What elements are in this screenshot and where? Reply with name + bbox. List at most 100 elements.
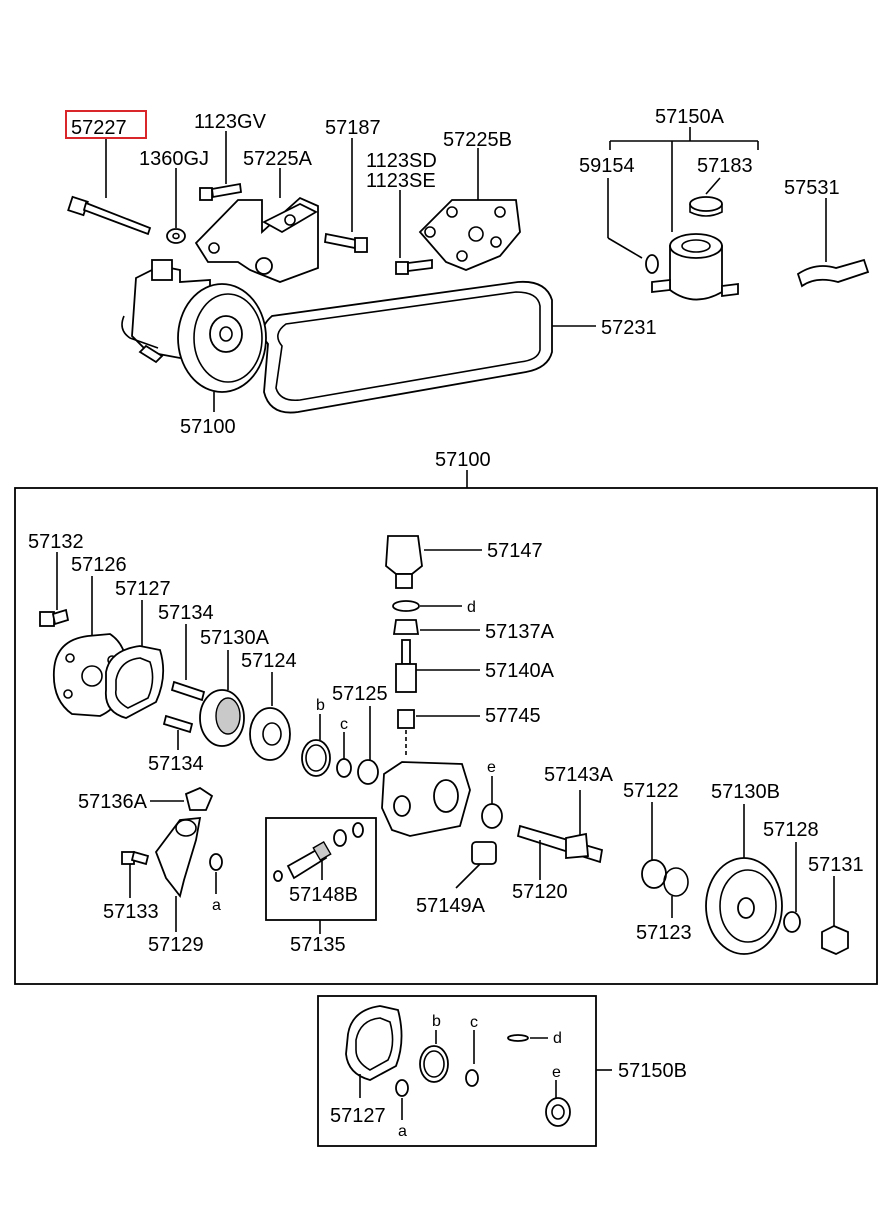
label-57148B[interactable]: 57148B	[289, 884, 358, 906]
label-57133[interactable]: 57133	[103, 901, 159, 923]
label-57122[interactable]: 57122	[623, 780, 679, 802]
washer-1360GJ[interactable]	[166, 168, 186, 244]
label-57131[interactable]: 57131	[808, 854, 864, 876]
label-1123SD[interactable]: 1123SD	[366, 150, 437, 172]
oring-a[interactable]	[209, 853, 223, 894]
label-57150B[interactable]: 57150B	[618, 1060, 687, 1082]
cap-57183[interactable]	[689, 177, 723, 217]
ref-a-main: a	[212, 897, 221, 914]
label-57128[interactable]: 57128	[763, 819, 819, 841]
hose-clamp-59154[interactable]	[607, 178, 659, 274]
ring-57122[interactable]	[641, 802, 667, 889]
label-1123SE[interactable]: 1123SE	[366, 170, 436, 192]
label-57227[interactable]: 57227	[71, 117, 127, 139]
bracket-57225A[interactable]	[194, 168, 319, 283]
shaft-57120[interactable]	[516, 824, 604, 880]
spring-57125[interactable]	[357, 706, 379, 785]
label-1123GV[interactable]: 1123GV	[194, 111, 267, 133]
oring-b[interactable]	[301, 714, 331, 777]
label-57124[interactable]: 57124	[241, 650, 297, 672]
bolt-1123GV[interactable]	[199, 131, 242, 201]
belt-57231[interactable]	[262, 280, 596, 414]
ref-c-kit: c	[470, 1014, 478, 1031]
bolt-1123SD[interactable]	[395, 190, 433, 275]
pump-body[interactable]	[381, 761, 471, 837]
oring-c-kit[interactable]	[465, 1030, 479, 1087]
valve-57140A[interactable]	[395, 639, 480, 693]
label-57127[interactable]: 57127	[115, 578, 171, 600]
hose-57531[interactable]	[796, 198, 870, 288]
valve-57137A[interactable]	[392, 619, 480, 635]
label-57531[interactable]: 57531	[784, 177, 840, 199]
oring-b-kit[interactable]	[419, 1030, 449, 1083]
label-57125[interactable]: 57125	[332, 683, 388, 705]
fitting-57136A[interactable]	[150, 786, 214, 811]
ref-c-main: c	[340, 716, 348, 733]
oring-c[interactable]	[336, 732, 352, 778]
label-57130B[interactable]: 57130B	[711, 781, 780, 803]
ref-e-kit: e	[552, 1064, 561, 1081]
highlight-box-57227	[65, 110, 147, 139]
label-57134-top[interactable]: 57134	[158, 602, 214, 624]
pump-57100-top[interactable]	[121, 259, 267, 412]
bolt-57227[interactable]	[67, 139, 152, 236]
label-57143A[interactable]: 57143A	[544, 764, 614, 786]
label-1360GJ[interactable]: 1360GJ	[139, 148, 209, 170]
gasket-57127-kit[interactable]	[345, 1005, 403, 1098]
pipe-57129[interactable]	[154, 816, 202, 932]
label-57187[interactable]: 57187	[325, 117, 381, 139]
group-box-57135	[265, 817, 377, 921]
label-57140A[interactable]: 57140A	[485, 660, 555, 682]
cartridge-57130A[interactable]	[199, 650, 245, 747]
label-57150A[interactable]: 57150A	[655, 106, 725, 128]
label-57137A[interactable]: 57137A	[485, 621, 555, 643]
ref-e-main: e	[487, 759, 496, 776]
bushing-e-kit[interactable]	[545, 1080, 571, 1127]
bolt-57187[interactable]	[324, 138, 368, 253]
bolt-57133[interactable]	[121, 850, 150, 898]
label-57225A[interactable]: 57225A	[243, 148, 313, 170]
oring-a-kit[interactable]	[395, 1079, 409, 1120]
label-57149A[interactable]: 57149A	[416, 895, 486, 917]
label-57136A[interactable]: 57136A	[78, 791, 148, 813]
label-57120[interactable]: 57120	[512, 881, 568, 903]
bushing-e[interactable]	[481, 776, 503, 829]
oring-d[interactable]	[392, 600, 462, 612]
label-57127-kit[interactable]: 57127	[330, 1105, 386, 1127]
pin-57134-bottom[interactable]	[162, 714, 194, 750]
plate-57225B[interactable]	[418, 148, 521, 271]
ref-d-kit: d	[553, 1030, 562, 1047]
pin-57134-top[interactable]	[170, 624, 206, 702]
plate-57124[interactable]	[249, 672, 291, 761]
fitting-57147[interactable]	[385, 535, 482, 589]
label-57132[interactable]: 57132	[28, 531, 84, 553]
label-57126[interactable]: 57126	[71, 554, 127, 576]
group-box-57150B	[317, 995, 597, 1147]
label-57225B[interactable]: 57225B	[443, 129, 512, 151]
gasket-57127[interactable]	[104, 600, 165, 719]
label-57129[interactable]: 57129	[148, 934, 204, 956]
pulley-57130B[interactable]	[705, 804, 783, 955]
bolt-57132[interactable]	[39, 552, 70, 627]
label-57231[interactable]: 57231	[601, 317, 657, 339]
label-57123[interactable]: 57123	[636, 922, 692, 944]
label-57183[interactable]: 57183	[697, 155, 753, 177]
label-57100-box[interactable]: 57100	[435, 449, 491, 471]
label-57745[interactable]: 57745	[485, 705, 541, 727]
reservoir-57150A[interactable]	[609, 127, 759, 301]
label-59154[interactable]: 59154	[579, 155, 635, 177]
label-57134-bottom[interactable]: 57134	[148, 753, 204, 775]
washer-57128[interactable]	[783, 842, 801, 933]
label-57100-top[interactable]: 57100	[180, 416, 236, 438]
spring-57745[interactable]	[397, 709, 480, 758]
clip-57123[interactable]	[663, 867, 689, 918]
oring-d-kit[interactable]	[507, 1034, 548, 1042]
nut-57131[interactable]	[821, 876, 849, 955]
label-57130A[interactable]: 57130A	[200, 627, 270, 649]
label-57147[interactable]: 57147	[487, 540, 543, 562]
valve-57148B[interactable]	[273, 822, 364, 882]
bushing-57149A[interactable]	[455, 841, 497, 889]
label-57135[interactable]: 57135	[290, 934, 346, 956]
